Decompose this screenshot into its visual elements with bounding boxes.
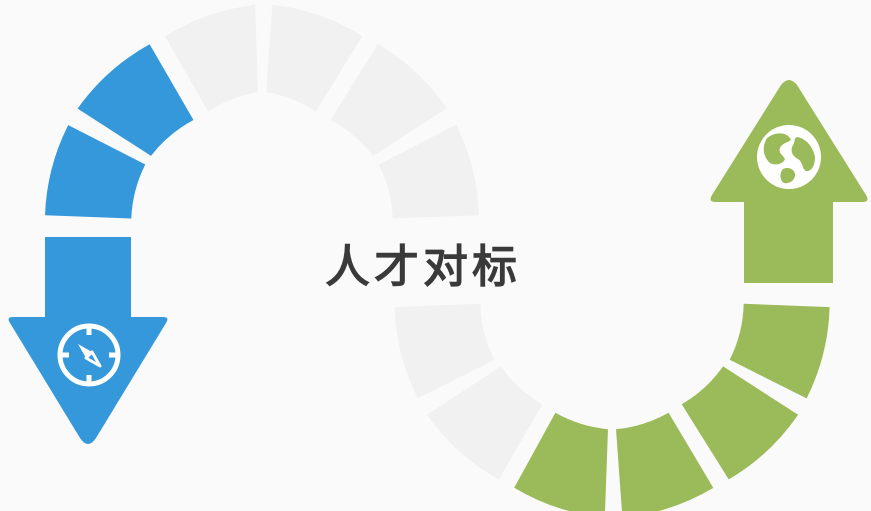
globe-icon [757,125,821,189]
diagram-title: 人才对标 [325,240,522,293]
lower-arc [394,303,830,511]
upper-arc-segment-2 [77,44,194,156]
globe-landmass-east [791,137,815,172]
upper-arc-segment-5 [330,44,447,156]
globe-landmass-south [780,167,796,184]
lower-arc-segment-2 [427,366,543,480]
lower-arc-segment-1 [394,303,495,399]
lower-arc-segment-4 [616,412,714,511]
globe-landmass-northwest [763,133,791,165]
compass-needle-outline [84,350,102,368]
upper-arc-segment-6 [378,124,479,219]
upper-arc-segment-4 [266,4,363,112]
compass-icon [57,323,121,387]
lower-arc-segment-3 [514,412,608,511]
blue-down-arrow [8,237,168,444]
upper-arc-segment-1 [45,125,146,219]
upper-arc [45,4,479,219]
lower-arc-segment-6 [729,303,830,399]
lower-arc-segment-5 [681,366,799,480]
upper-arc-segment-3 [164,4,258,112]
